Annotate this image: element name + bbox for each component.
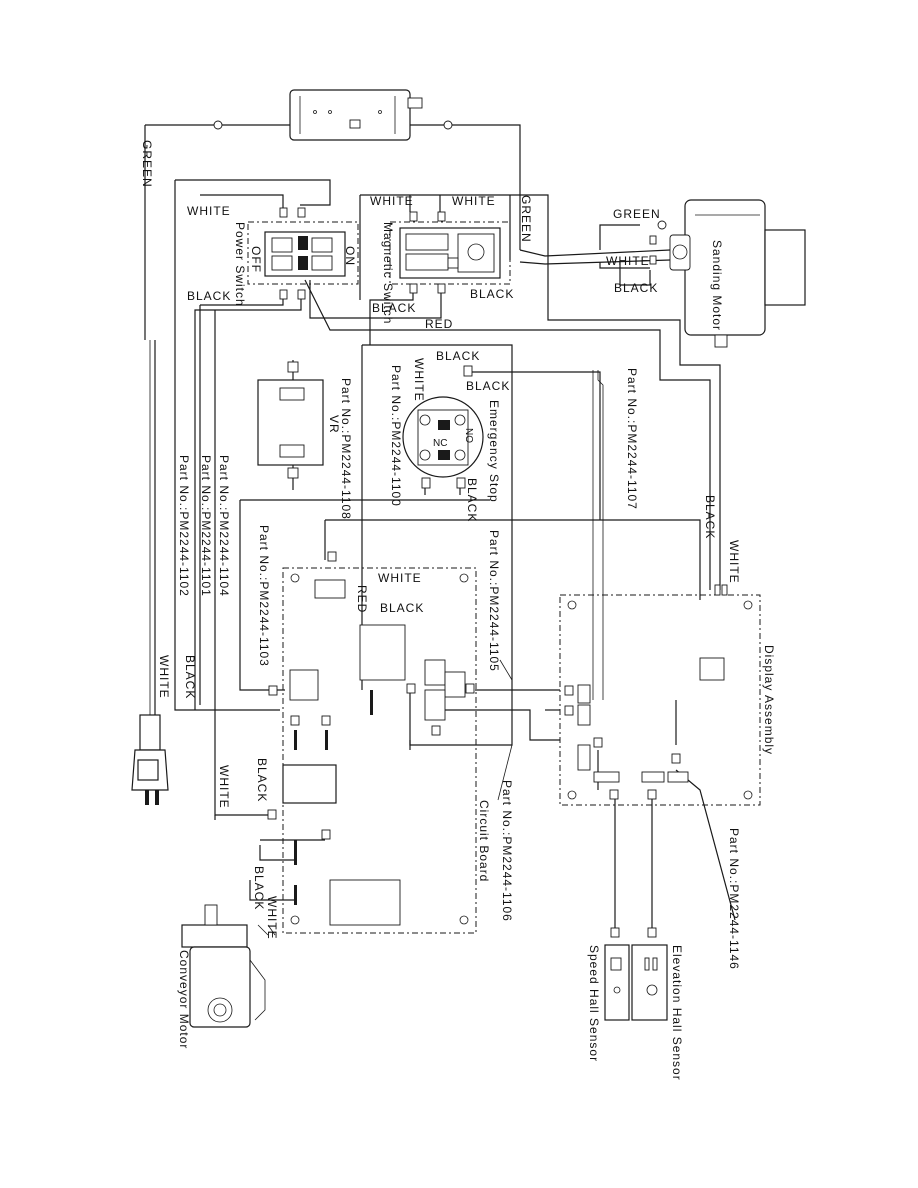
emergency-nc-label: NC [433, 438, 447, 449]
power-switch-off-label: OFF [249, 246, 263, 273]
label-white-8: WHITE [157, 655, 171, 699]
emergency-no-label: NO [463, 428, 474, 443]
label-white-10: WHITE [265, 896, 279, 940]
label-red-1: RED [425, 317, 453, 331]
power-switch [247, 207, 359, 300]
part-number-1104: Part No.:PM2244-1104 [217, 455, 231, 597]
label-white-4: WHITE [606, 254, 650, 268]
conveyor-motor-label: Conveyor Motor [177, 950, 191, 1049]
part-number-1103: Part No.:PM2244-1103 [257, 525, 271, 667]
label-black-3: BLACK [470, 287, 514, 301]
label-black-6: BLACK [466, 379, 510, 393]
label-white-3: WHITE [452, 194, 496, 208]
part-number-1105: Part No.:PM2244-1105 [487, 530, 501, 672]
display-assembly [559, 584, 761, 806]
label-red-2: RED [355, 585, 369, 613]
vr-potentiometer [257, 361, 324, 479]
label-white-9: WHITE [217, 765, 231, 809]
label-white-7: WHITE [378, 571, 422, 585]
display-assembly-label: Display Assembly [762, 645, 776, 755]
circuit-board [267, 551, 477, 934]
label-black-12: BLACK [252, 866, 266, 910]
label-white-2: WHITE [370, 194, 414, 208]
magnetic-switch-label: Magnetic Switch [381, 222, 395, 324]
label-white-5: WHITE [412, 358, 426, 402]
label-green-2: GREEN [519, 195, 533, 243]
label-black-9: BLACK [380, 601, 424, 615]
sanding-motor-label: Sanding Motor [710, 240, 724, 331]
machine-frame-drawing [289, 89, 423, 141]
vr-label: VR [327, 415, 341, 434]
power-switch-label: Power Switch [233, 222, 247, 307]
label-green-3: GREEN [613, 207, 661, 221]
label-black-10: BLACK [183, 655, 197, 699]
part-number-1106: Part No.:PM2244-1106 [500, 780, 514, 922]
part-number-1108: Part No.:PM2244-1108 [339, 378, 353, 520]
sanding-motor-cable [519, 220, 671, 286]
label-green-ground: GREEN [140, 140, 154, 188]
label-white-6: WHITE [727, 540, 741, 584]
part-number-1107: Part No.:PM2244-1107 [625, 368, 639, 510]
label-black-5: BLACK [436, 349, 480, 363]
main-wiring [154, 179, 736, 930]
hall-sensors [604, 927, 668, 1021]
elevation-hall-sensor-label: Elevation Hall Sensor [670, 945, 684, 1081]
part-number-1146: Part No.:PM2244-1146 [727, 828, 741, 970]
power-plug [131, 340, 169, 805]
part-number-1102: Part No.:PM2244-1102 [177, 455, 191, 597]
speed-hall-sensor-label: Speed Hall Sensor [587, 945, 601, 1062]
label-white-1: WHITE [187, 204, 231, 218]
circuit-board-label: Circuit Board [477, 800, 491, 882]
emergency-stop [402, 365, 484, 489]
power-switch-on-label: ON [343, 246, 357, 266]
sanding-motor [669, 199, 806, 348]
ground-wire [144, 120, 521, 340]
label-black-4: BLACK [372, 301, 416, 315]
label-black-1: BLACK [187, 289, 231, 303]
label-black-2: BLACK [614, 281, 658, 295]
label-black-7: BLACK [465, 478, 479, 522]
part-number-1101: Part No.:PM2244-1101 [199, 455, 213, 597]
label-black-8: BLACK [703, 495, 717, 539]
part-number-1100: Part No.:PM2244-1100 [389, 365, 403, 507]
magnetic-switch [389, 211, 511, 294]
emergency-stop-label: Emergency Stop [487, 400, 501, 503]
conveyor-motor [181, 904, 276, 1028]
label-black-11: BLACK [255, 758, 269, 802]
